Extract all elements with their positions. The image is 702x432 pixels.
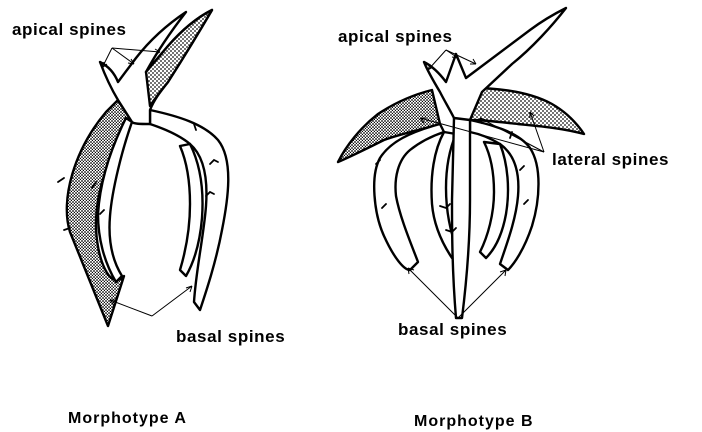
morphotype-a-caption: Morphotype A: [68, 410, 187, 427]
morphotype-b-central-axis: [452, 118, 470, 318]
morphotype-a-apical-pointer: [112, 48, 134, 64]
morphotype-b-inner-right-leg: [480, 142, 508, 258]
morphotype-b-lateral-spines-label: lateral spines: [552, 150, 669, 169]
morphotype-b-figure: [338, 8, 584, 318]
morphotype-b-caption: Morphotype B: [414, 413, 534, 430]
morphotype-a-basal-pointer: [110, 300, 152, 316]
morphotype-b-apical-pointer: [446, 50, 476, 64]
morphotype-a-apical-spine-shaded: [146, 10, 212, 106]
morphotype-a-basal-spines-label: basal spines: [176, 327, 285, 346]
morphotype-b-basal-spines-label: basal spines: [398, 320, 507, 339]
morphotype-b-apical-spines-label: apical spines: [338, 27, 453, 46]
morphotype-b-apical-pointer: [428, 50, 446, 70]
morphotype-b-basal-pointer: [408, 268, 458, 318]
morphotype-a-apical-spines-label: apical spines: [12, 20, 127, 39]
morphotype-a-basal-pointer: [152, 286, 192, 316]
morphotype-a-thorn: [58, 178, 64, 182]
morphotype-a-figure: [58, 10, 228, 326]
